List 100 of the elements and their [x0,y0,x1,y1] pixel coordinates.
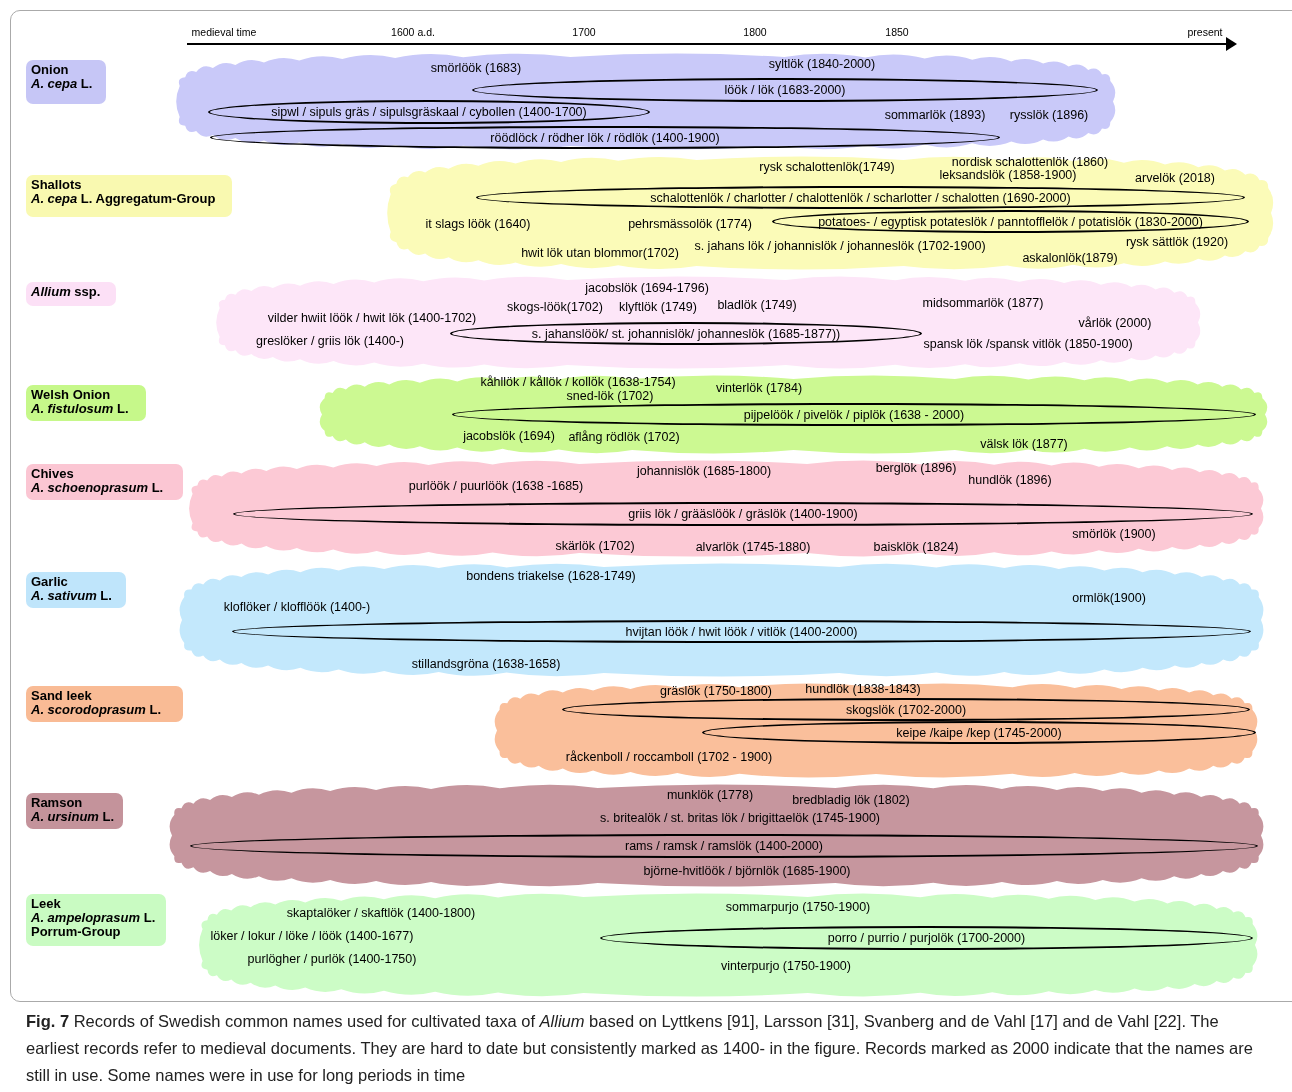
common-name: klyftlök (1749) [619,300,697,314]
common-name: vilder hwiit löök / hwit lök (1400-1702) [267,311,477,325]
taxon-label: Allium ssp. [31,285,102,299]
name-ellipse [210,126,1000,149]
common-name: sipwl / sipuls gräs / sipulsgräskaal / cybollen (1400-1700) [271,105,587,119]
common-name: midsommarlök (1877) [922,296,1044,310]
common-name: purlöök / puurlöök (1638 -1685) [408,479,584,493]
taxon-label-box [26,793,123,829]
taxon-label-box [26,60,106,104]
taxon-label: Welsh Onion [31,388,112,402]
axis-label: medieval time [191,26,257,38]
common-name: vårlök (2000) [1078,316,1152,330]
common-name: purlögher / purlök (1400-1750) [247,952,417,966]
taxon-label: A. sativum L. [31,589,113,603]
taxon-label: Onion [31,63,70,77]
name-ellipse [476,186,1245,209]
taxon-label: Leek [31,897,62,911]
common-name: sned-lök (1702) [566,389,654,403]
common-name: löök / lök (1683-2000) [724,83,846,97]
taxon-label: A. ursinum L. [31,810,116,824]
common-name: berglök (1896) [875,461,957,475]
common-name: rysk sättlök (1920) [1125,235,1229,249]
common-name: leksandslök (1858-1900) [939,168,1077,182]
common-name: askalonlök(1879) [1022,251,1118,265]
common-name: johannislök (1685-1800) [636,464,772,478]
taxon-label-box [26,282,116,306]
common-name: hwit lök utan blommor(1702) [521,246,679,260]
common-name: nordisk schalottenlök (1860) [951,155,1109,169]
common-name: s. jahanslöök/ st. johannislök/ johanneslök (1685-1877)) [531,326,841,341]
common-name: porro / purrio / purjolök (1700-2000) [827,931,1026,945]
common-name: pijpelöök / pivelök / piplök (1638 - 2000) [743,407,965,422]
common-name: bladlök (1749) [717,298,797,312]
common-name: stillandsgröna (1638-1658) [411,657,561,671]
common-name: sommarlök (1893) [884,108,986,122]
common-name: jacobslök (1694) [463,429,555,443]
taxon-label-box [26,572,126,608]
common-name: vinterlök (1784) [715,381,803,395]
common-name: s. jahans lök / johannislök / johanneslök (1702-1900) [694,239,986,253]
name-ellipse [600,926,1253,950]
name-ellipse [232,620,1251,643]
common-name: hvijtan löök / hwit löök / vitlök (1400-2000) [625,624,858,639]
common-name: baisklök (1824) [873,540,959,554]
common-name: ormlök(1900) [1072,591,1146,605]
common-name: schalottenlök / charlotter / chalottenlök / scharlotter / schalotten (1690-2000) [650,190,1071,205]
name-ellipse [772,210,1249,233]
taxon-label-box [26,175,232,217]
common-name: smörlök (1900) [1072,527,1156,541]
common-name: spansk lök /spansk vitlök (1850-1900) [923,337,1133,351]
common-name: skaptalöker / skaftlök (1400-1800) [286,906,476,920]
taxon-label: Garlic [31,575,69,589]
common-name: keipe /kaipe /kep (1745-2000) [896,725,1062,740]
name-ellipse [562,698,1250,721]
axis-label: 1800 [743,26,767,38]
common-name: greslöker / griis lök (1400-) [256,334,404,348]
common-name: rysk schalottenlök(1749) [759,160,895,174]
taxon-label: Chives [31,467,75,481]
axis-label: present [1187,26,1223,38]
taxon-label: A. cepa L. Aggregatum-Group [31,192,217,206]
common-name: löker / lokur / löke / löök (1400-1677) [210,929,414,943]
taxon-label-box [26,894,166,946]
common-name: griis lök / grääslöök / gräslök (1400-1900) [628,507,858,521]
common-name: arvelök (2018) [1135,171,1215,185]
name-ellipse [472,78,1098,102]
taxon-label: A. scorodoprasum L. [31,703,163,717]
common-name: aflång rödlök (1702) [568,430,680,444]
taxon-label-box [26,385,146,421]
common-name: pehrsmässolök (1774) [628,217,752,231]
common-name: skogs-löök(1702) [507,300,603,314]
taxon-label: Shallots [31,178,83,192]
common-name: it slags löök (1640) [425,217,531,231]
common-name: björne-hvitlöök / björnlök (1685-1900) [643,864,851,878]
common-name: skärlök (1702) [555,539,635,553]
common-name: syltlök (1840-2000) [768,57,876,71]
common-name: bredbladig lök (1802) [792,793,910,807]
common-name: rysslök (1896) [1009,108,1089,122]
common-name: bondens triakelse (1628-1749) [466,569,636,583]
taxon-label: A. cepa L. [31,77,94,91]
taxon-label: Sand leek [31,689,93,703]
name-ellipse [208,100,650,124]
common-name: smörlöök (1683) [430,61,522,75]
name-ellipse [452,403,1256,426]
axis-label: 1600 a.d. [391,26,435,38]
common-name: rams / ramsk / ramslök (1400-2000) [625,839,823,853]
common-name: potatoes- / egyptisk potateslök / panntofflelök / potatislök (1830-2000) [818,214,1203,229]
common-name: s. britealök / st. britas lök / brigittaelök (1745-1900) [600,811,880,825]
axis-label: 1700 [572,26,596,38]
taxon-label: A. fistulosum L. [31,402,130,416]
common-name: alvarlök (1745-1880) [695,540,811,554]
common-name: skogslök (1702-2000) [845,702,967,717]
common-name: hundlök (1896) [968,473,1052,487]
common-name: råckenboll / roccamboll (1702 - 1900) [565,750,773,764]
name-ellipse [702,721,1256,744]
taxon-label-box [26,464,183,500]
axis-label: 1850 [885,26,909,38]
taxon-label: A. schoenoprasum L. [31,481,165,495]
common-name: hundlök (1838-1843) [805,682,921,696]
taxon-label: Ramson [31,796,84,810]
common-name: sommarpurjo (1750-1900) [725,900,871,914]
common-name: jacobslök (1694-1796) [585,281,709,295]
common-name: kloflöker / klofflöök (1400-) [223,600,371,614]
